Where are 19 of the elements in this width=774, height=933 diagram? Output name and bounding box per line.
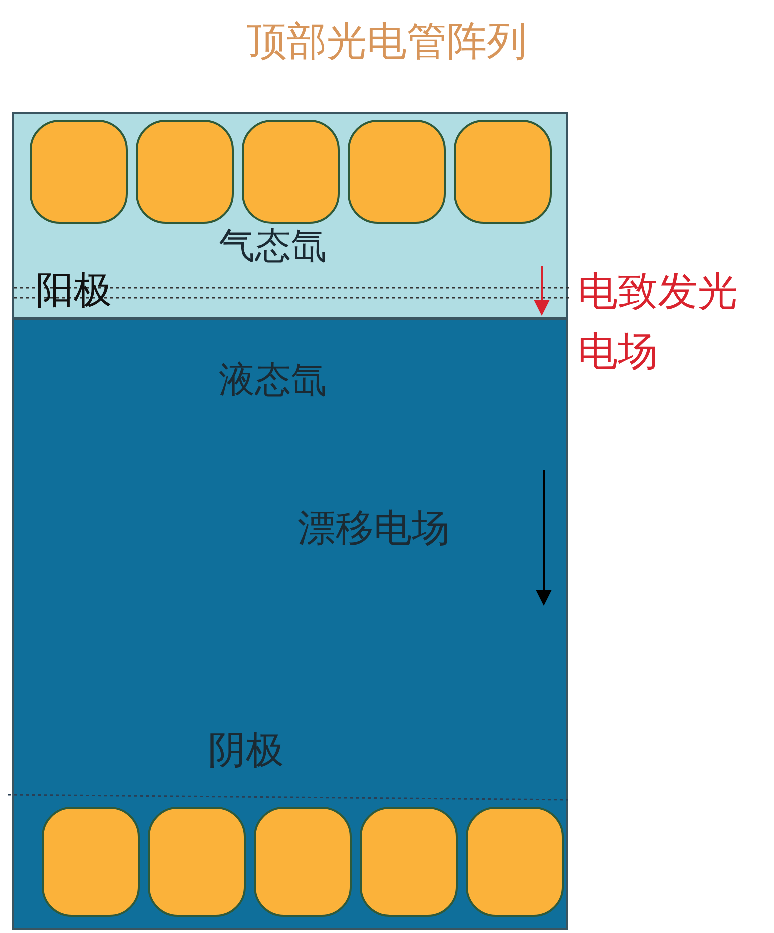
gas-region — [12, 112, 568, 319]
field-label: 电致发光电场 — [578, 268, 739, 377]
photomultiplier-tube — [454, 120, 552, 224]
field-label: 漂移电场 — [298, 505, 450, 552]
region-label: 液态氙 — [219, 359, 327, 403]
region-label: 气态氙 — [219, 225, 327, 269]
photomultiplier-tube — [254, 807, 352, 917]
electrode-label: 阳极 — [36, 267, 112, 314]
photomultiplier-tube — [348, 120, 446, 224]
electrode-label: 阴极 — [208, 727, 284, 774]
photomultiplier-tube — [242, 120, 340, 224]
photomultiplier-tube — [360, 807, 458, 917]
photomultiplier-tube — [30, 120, 128, 224]
photomultiplier-tube — [136, 120, 234, 224]
photomultiplier-tube — [466, 807, 564, 917]
liquid-region — [12, 318, 568, 930]
diagram-title: 顶部光电管阵列 — [246, 18, 528, 67]
photomultiplier-tube — [148, 807, 246, 917]
photomultiplier-tube — [42, 807, 140, 917]
